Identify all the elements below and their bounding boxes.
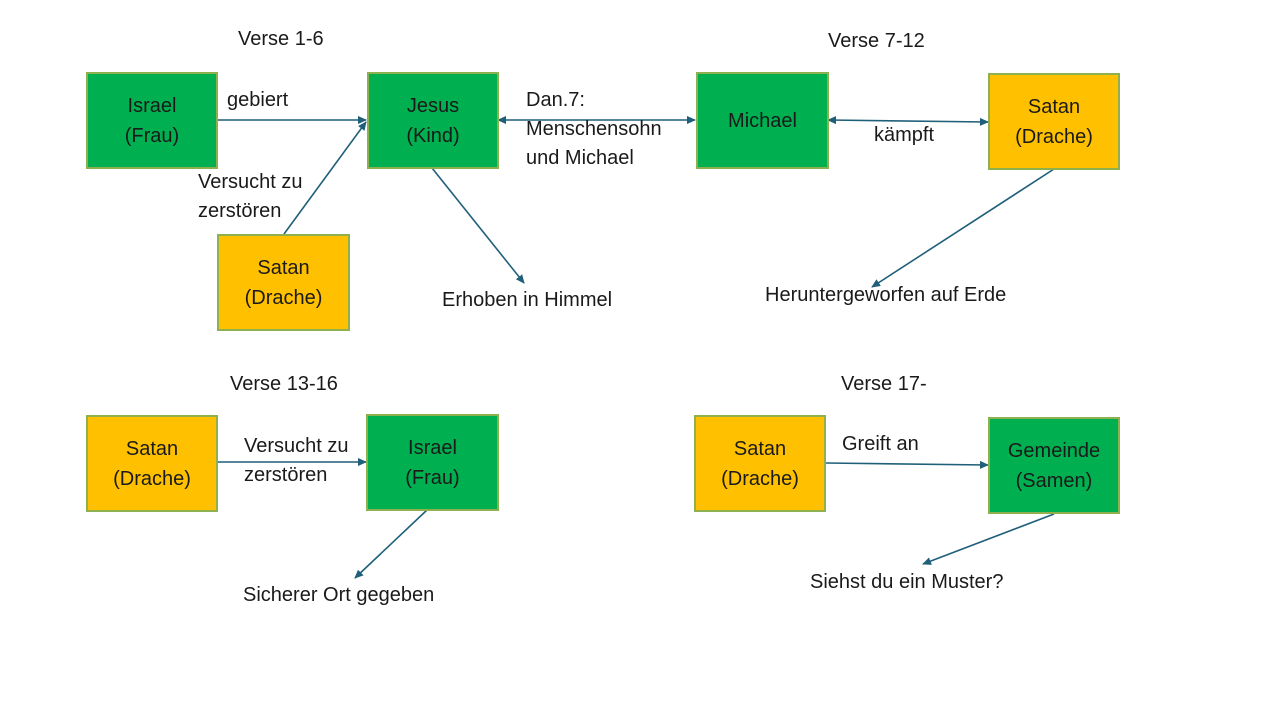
label-versucht-zu-zerstoeren-2: Versucht zu zerstören: [244, 435, 349, 486]
box-satan-drache-2: Satan (Drache): [988, 73, 1120, 170]
label-heruntergeworfen: Heruntergeworfen auf Erde: [765, 284, 1007, 306]
box-satan-drache-3: Satan (Drache): [86, 415, 218, 512]
box-label: Jesus (Kind): [406, 94, 460, 147]
heading-verse-17: Verse 17-: [841, 373, 927, 395]
box-jesus-kind: Jesus (Kind): [367, 72, 499, 169]
heading-verse-13-16: Verse 13-16: [230, 373, 338, 395]
box-label: Israel (Frau): [405, 436, 460, 489]
label-muster: Siehst du ein Muster?: [810, 571, 1004, 593]
box-gemeinde-samen: Gemeinde (Samen): [988, 417, 1120, 514]
arrow-jesus-to-himmel: [431, 167, 525, 284]
box-label: Satan (Drache): [721, 437, 799, 490]
box-michael: Michael: [696, 72, 829, 169]
box-label: Satan (Drache): [1015, 95, 1093, 148]
box-label: Satan (Drache): [244, 256, 323, 309]
box-label: Israel (Frau): [124, 94, 180, 147]
arrow-satan-to-jesus: [283, 121, 367, 235]
arrow-israel-to-ort: [354, 509, 428, 579]
label-versucht-zu-zerstoeren: Versucht zu zerstören: [198, 171, 303, 222]
box-israel-frau-3: Israel (Frau): [366, 414, 499, 511]
label-gebiert: gebiert: [227, 89, 289, 111]
arrow-gemeinde-to-muster: [922, 513, 1055, 565]
box-label: Gemeinde (Samen): [1007, 439, 1101, 492]
box-label: Michael: [728, 110, 797, 132]
box-israel-frau: Israel (Frau): [86, 72, 218, 169]
heading-verse-1-6: Verse 1-6: [238, 28, 324, 50]
arrow-michael-satan: [827, 116, 989, 126]
label-greift-an: Greift an: [842, 433, 919, 455]
box-satan-drache: Satan (Drache): [217, 234, 350, 331]
label-sicherer-ort: Sicherer Ort gegeben: [243, 584, 435, 606]
box-label: Satan (Drache): [113, 437, 191, 490]
label-dan7: Dan.7: Menschensohn und Michael: [526, 89, 662, 169]
heading-verse-7-12: Verse 7-12: [828, 30, 925, 52]
label-kaempft: kämpft: [874, 124, 935, 146]
label-erhoben-in-himmel: Erhoben in Himmel: [442, 289, 613, 311]
arrow-satan-to-erde: [871, 168, 1055, 288]
box-satan-drache-4: Satan (Drache): [694, 415, 826, 512]
arrow-satan-to-gemeinde: [825, 460, 989, 469]
